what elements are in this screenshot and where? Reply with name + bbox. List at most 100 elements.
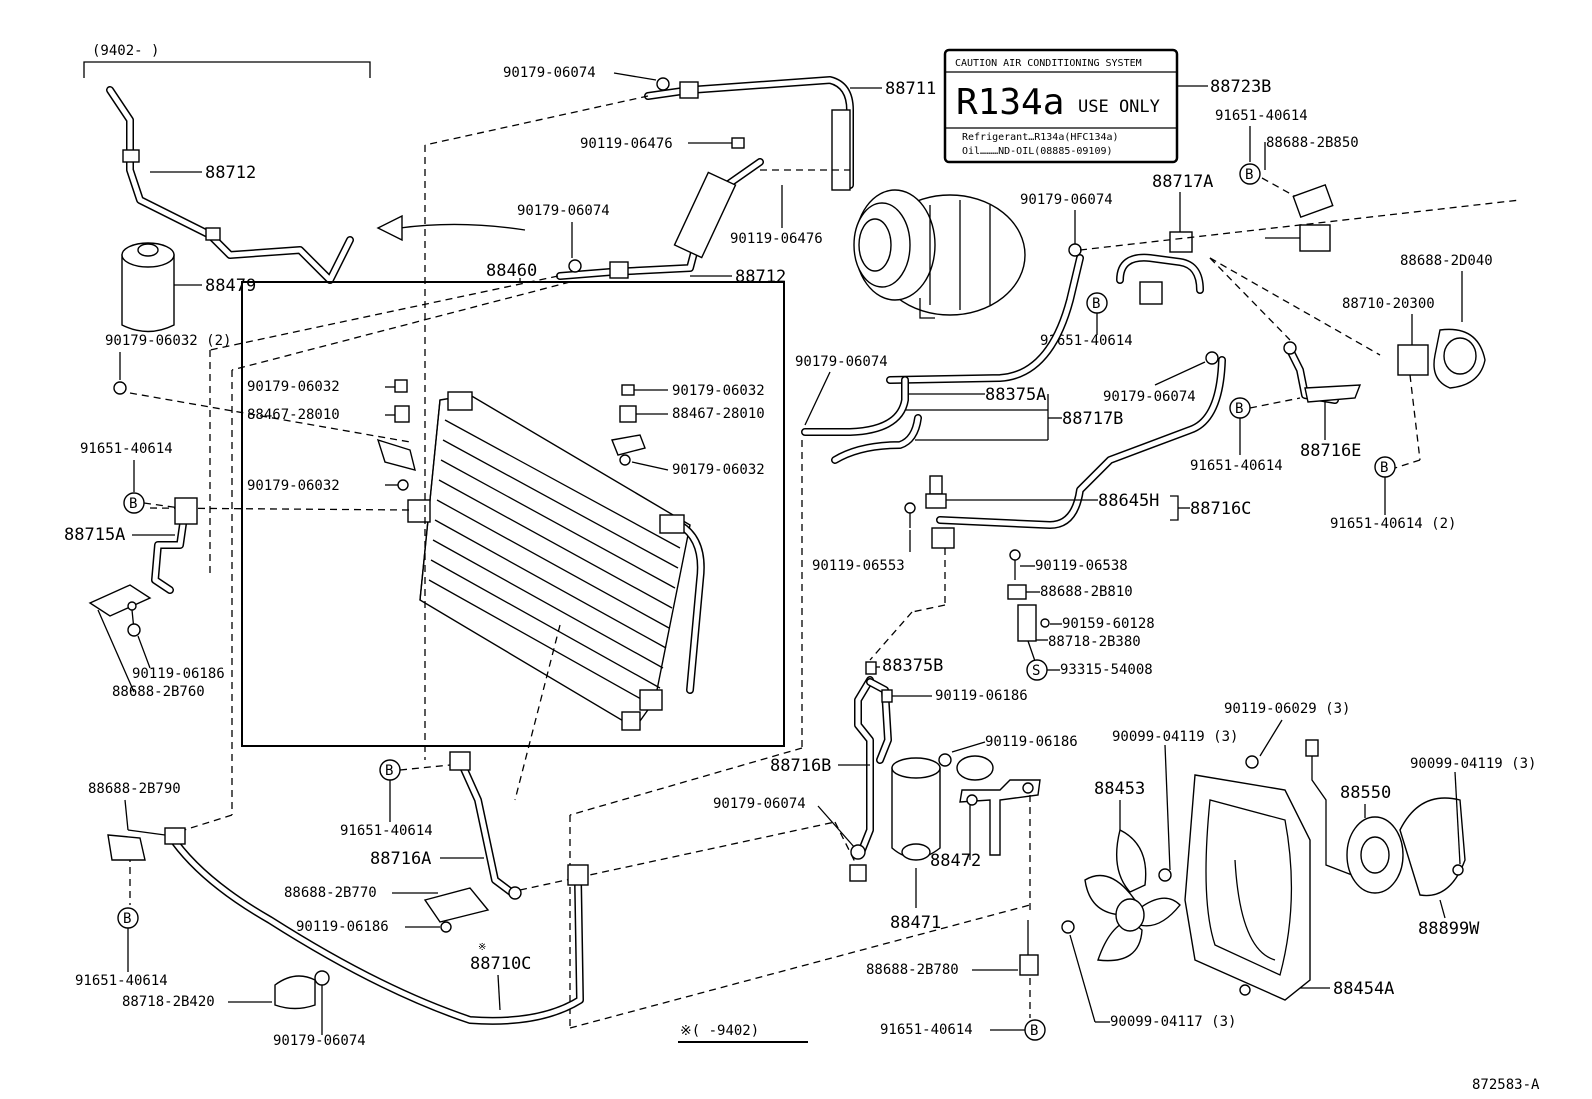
shroud-88454A: 88454A 90119-06029 (3) — [1184, 701, 1394, 1001]
callout-91651-40614-2: 91651-40614 (2) — [1330, 516, 1456, 532]
bracket-88688-2B850 — [1265, 183, 1334, 252]
bracket-88718-2B380: 90119-06538 88688-2B810 90159-60128 8871… — [1007, 549, 1155, 681]
ref-top-label: (9402- ) — [92, 43, 159, 59]
caution-r134a: R134a — [956, 82, 1064, 123]
callout-90119-06186-b: 90119-06186 — [935, 688, 1028, 704]
cover-88899W: 90099-04119 (3) 88899W — [1399, 756, 1536, 939]
pipe-88716E: 88716E — [1283, 341, 1361, 461]
label-88375B: 88375B — [882, 656, 943, 676]
svg-text:B: B — [1092, 296, 1100, 312]
callout-90179-06074-g: 90179-06074 — [273, 1033, 366, 1049]
caution-oil: Oil………ND-OIL(08885-09109) — [962, 146, 1113, 157]
ref-bottom: ※( -9402) — [678, 1023, 808, 1043]
callout-90179-06032-b: 90179-06032 — [247, 478, 340, 494]
label-88375A: 88375A — [985, 385, 1046, 405]
inset-9402-bracket: (9402- ) — [83, 43, 371, 78]
callout-88718-2B380: 88718-2B380 — [1048, 634, 1141, 650]
asterisk-marker: ※ — [478, 942, 486, 953]
callout-93315-54008: 93315-54008 — [1060, 662, 1153, 678]
label-88723B: 88723B — [1210, 77, 1271, 97]
bracket-left-condenser — [376, 438, 416, 471]
svg-text:B: B — [129, 496, 137, 512]
badge-b-4: B — [1374, 456, 1396, 478]
label-88712-mid: 88712 — [735, 267, 786, 287]
label-88715A: 88715A — [64, 525, 125, 545]
fan-88453: 88453 90099-04119 (3) 90099-04117 (3) — [1061, 729, 1238, 1030]
callout-91651-40614-d: 91651-40614 — [80, 441, 173, 457]
callout-90099-04117-3: 90099-04117 (3) — [1110, 1014, 1236, 1030]
label-88460: 88460 — [486, 261, 537, 281]
callout-91651-40614-c: 91651-40614 — [1190, 458, 1283, 474]
label-88716E: 88716E — [1300, 441, 1361, 461]
pipe-88717B: 88375A 88717B — [801, 376, 1123, 464]
condenser-88460: 88460 90179-06032 88467-28010 90179-060 — [241, 261, 785, 747]
svg-text:B: B — [385, 763, 393, 779]
bolt-90119-06476-a — [731, 137, 745, 149]
pipe-88375A: 90179-06074 — [886, 254, 1084, 384]
badge-b-8: B — [1024, 1019, 1046, 1041]
label-88472: 88472 — [930, 851, 981, 871]
label-88453: 88453 — [1094, 779, 1145, 799]
callout-90119-06029-3: 90119-06029 (3) — [1224, 701, 1350, 717]
nut-left — [113, 352, 127, 395]
callout-90179-06074-e: 90179-06074 — [1103, 389, 1196, 405]
badge-b-7: B — [379, 759, 401, 781]
label-88711: 88711 — [885, 79, 936, 99]
svg-text:B: B — [1380, 460, 1388, 476]
svg-text:B: B — [1030, 1023, 1038, 1039]
svg-text:B: B — [123, 911, 131, 927]
callout-90179-06032-d: 90179-06032 — [672, 462, 765, 478]
badge-s: S — [1032, 663, 1040, 679]
hose-88712-mid: 88712 90179-06074 — [517, 158, 786, 287]
callout-90119-06553: 90119-06553 — [812, 558, 905, 574]
label-88479: 88479 — [205, 276, 256, 296]
callout-90119-06186-c: 90119-06186 — [985, 734, 1078, 750]
compressor — [853, 189, 1026, 319]
pipe-88710C: 88688-2B790 B 91651-40614 88718-2B420 90… — [75, 781, 589, 1049]
figure-id: 872583-A — [1472, 1077, 1540, 1093]
label-88717B: 88717B — [1062, 409, 1123, 429]
pipe-88716B: 88375B 90119-06186 88716B 90179-06074 — [713, 656, 1028, 882]
callout-90179-06032-2: 90179-06032 (2) — [105, 333, 231, 349]
bracket-88472: 90119-06186 88472 — [930, 734, 1078, 910]
receiver-dryer-88471: 88471 — [890, 757, 941, 933]
callout-90179-06032-c: 90179-06032 — [672, 383, 765, 399]
label-88550: 88550 — [1340, 783, 1391, 803]
callout-91651-40614-f: 91651-40614 — [340, 823, 433, 839]
pipe-88717A: 88717A — [1116, 172, 1213, 305]
condenser-fins — [428, 419, 681, 709]
motor-88550: 88550 — [1305, 739, 1404, 894]
callout-88688-2B780: 88688-2B780 — [866, 962, 959, 978]
label-88716C: 88716C — [1190, 499, 1251, 519]
label-88899W: 88899W — [1418, 919, 1480, 939]
callout-88688-2B760: 88688-2B760 — [112, 684, 205, 700]
bolt-90119-06553: 90119-06553 — [812, 502, 916, 574]
expansion-valve — [1397, 328, 1486, 389]
callout-91651-40614-e: 91651-40614 — [75, 973, 168, 989]
callout-88710-20300: 88710-20300 — [1342, 296, 1435, 312]
callout-91651-40614-b: 91651-40614 — [1040, 333, 1133, 349]
hose-88712-inset: 88712 — [106, 86, 354, 284]
caution-refrigerant: Refrigerant…R134a(HFC134a) — [962, 132, 1119, 143]
bracket-88688-2B780: 88688-2B780 B 91651-40614 — [866, 920, 1046, 1041]
callout-90179-06074-a: 90179-06074 — [503, 65, 596, 81]
svg-text:B: B — [1245, 167, 1253, 183]
hose-88711: 90179-06074 88711 — [503, 65, 936, 191]
pipe-88716A: B 91651-40614 88716A 88688-2B770 90119-0… — [284, 751, 522, 935]
receiver-88479: 88479 — [121, 242, 256, 333]
callout-90159-60128: 90159-60128 — [1062, 616, 1155, 632]
label-88645H: 88645H — [1098, 491, 1159, 511]
callout-90179-06032-a: 90179-06032 — [247, 379, 340, 395]
nut-90179-06074-e — [1205, 351, 1219, 365]
callout-91651-40614-g: 91651-40614 — [880, 1022, 973, 1038]
label-88717A: 88717A — [1152, 172, 1213, 192]
callout-91651-40614-a: 91651-40614 — [1215, 108, 1308, 124]
callout-88688-2B810: 88688-2B810 — [1040, 584, 1133, 600]
callout-88467-28010-b: 88467-28010 — [672, 406, 765, 422]
label-88712-inset: 88712 — [205, 163, 256, 183]
badge-b-2: B — [1086, 292, 1108, 314]
direction-arrow — [376, 214, 526, 242]
callout-90119-06476-b: 90119-06476 — [730, 231, 823, 247]
ref-bottom-label: ※( -9402) — [680, 1023, 759, 1039]
